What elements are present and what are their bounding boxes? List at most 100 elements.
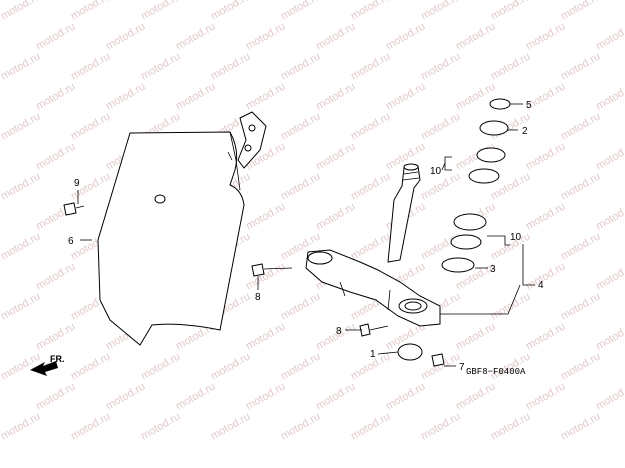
- watermark-text: motod.ru: [139, 350, 183, 382]
- watermark-text: motod.ru: [559, 350, 603, 382]
- watermark-text: motod.ru: [489, 50, 533, 82]
- callout-8-bottom: 8: [336, 326, 342, 337]
- watermark-text: motod.ru: [349, 410, 393, 442]
- watermark-text: motod.ru: [419, 110, 463, 142]
- watermark-text: motod.ru: [279, 0, 323, 23]
- watermark-text: motod.ru: [419, 50, 463, 82]
- watermark-text: motod.ru: [34, 260, 78, 292]
- watermark-text: motod.ru: [69, 110, 113, 142]
- callout-10-top: 10: [430, 166, 442, 177]
- watermark-text: motod.ru: [559, 230, 603, 262]
- watermark-text: motod.ru: [0, 170, 42, 202]
- watermark-text: motod.ru: [349, 50, 393, 82]
- watermark-text: motod.ru: [384, 20, 428, 52]
- watermark-text: motod.ru: [69, 0, 113, 23]
- watermark-text: motod.ru: [384, 80, 428, 112]
- watermark-text: motod.ru: [524, 380, 568, 412]
- watermark-text: motod.ru: [559, 170, 603, 202]
- watermark-text: motod.ru: [69, 350, 113, 382]
- watermark-text: motod.ru: [209, 350, 253, 382]
- diagram-code: GBF8−F0400A: [466, 367, 526, 377]
- callout-10-bottom: 10: [510, 232, 522, 243]
- watermark-text: motod.ru: [489, 290, 533, 322]
- small-parts-drawing: [251, 263, 445, 367]
- callout-3: 3: [490, 264, 496, 275]
- front-direction-arrow: [30, 361, 58, 376]
- watermark-text: motod.ru: [209, 50, 253, 82]
- watermark-text: motod.ru: [244, 200, 288, 232]
- bearing-parts-drawing: [441, 98, 511, 273]
- watermark-text: motod.ru: [69, 50, 113, 82]
- watermark-text: motod.ru: [454, 20, 498, 52]
- watermark-text: motod.ru: [524, 320, 568, 352]
- watermark-text: motod.ru: [279, 110, 323, 142]
- watermark-text: motod.ru: [139, 410, 183, 442]
- watermark-text: motod.ru: [209, 410, 253, 442]
- watermark-text: motod.ru: [174, 80, 218, 112]
- callout-1: 1: [370, 349, 376, 360]
- watermark-text: motod.ru: [244, 80, 288, 112]
- watermark-text: motod.ru: [279, 170, 323, 202]
- bolt-9-drawing: [63, 202, 85, 216]
- watermark-text: motod.ru: [34, 380, 78, 412]
- watermark-text: motod.ru: [419, 0, 463, 23]
- watermark-text: motod.ru: [139, 0, 183, 23]
- watermark-text: motod.ru: [104, 20, 148, 52]
- watermark-text: motod.ru: [69, 410, 113, 442]
- watermark-text: motod.ru: [524, 260, 568, 292]
- leader-lines: [77, 103, 535, 367]
- watermark-text: motod.ru: [594, 20, 625, 52]
- watermark-text: motod.ru: [314, 140, 358, 172]
- watermark-text: motod.ru: [0, 230, 42, 262]
- callout-7: 7: [459, 362, 465, 373]
- watermark-text: motod.ru: [594, 380, 625, 412]
- watermark-text: motod.ru: [209, 0, 253, 23]
- watermark-text: motod.ru: [314, 200, 358, 232]
- watermark-text: motod.ru: [244, 380, 288, 412]
- watermark-text: motod.ru: [454, 380, 498, 412]
- watermark-text: motod.ru: [34, 20, 78, 52]
- watermark-text: motod.ru: [524, 20, 568, 52]
- watermark-text: motod.ru: [524, 140, 568, 172]
- callout-8-left: 8: [255, 292, 261, 303]
- watermark-text: motod.ru: [244, 320, 288, 352]
- watermark-text: motod.ru: [454, 80, 498, 112]
- watermark-text: motod.ru: [559, 0, 603, 23]
- watermark-text: motod.ru: [594, 80, 625, 112]
- watermark-text: motod.ru: [419, 410, 463, 442]
- watermark-text: motod.ru: [279, 350, 323, 382]
- watermark-text: motod.ru: [34, 80, 78, 112]
- watermark-text: motod.ru: [559, 50, 603, 82]
- watermark-text: motod.ru: [244, 260, 288, 292]
- watermark-text: motod.ru: [0, 350, 42, 382]
- watermark-text: motod.ru: [314, 80, 358, 112]
- front-direction-label: FR.: [50, 354, 65, 364]
- watermark-text: motod.ru: [0, 410, 42, 442]
- steering-stem-drawing: [305, 163, 441, 327]
- number-plate-drawing: [97, 111, 267, 346]
- watermark-text: motod.ru: [489, 410, 533, 442]
- watermark-text: motod.ru: [559, 110, 603, 142]
- watermark-text: motod.ru: [279, 50, 323, 82]
- watermark-text: motod.ru: [139, 50, 183, 82]
- watermark-text: motod.ru: [314, 380, 358, 412]
- watermark-text: motod.ru: [174, 380, 218, 412]
- watermark-text: motod.ru: [279, 290, 323, 322]
- watermark-text: motod.ru: [349, 110, 393, 142]
- callout-9: 9: [74, 178, 80, 189]
- watermark-text: motod.ru: [0, 290, 42, 322]
- watermark-text: motod.ru: [104, 80, 148, 112]
- watermark-text: motod.ru: [454, 320, 498, 352]
- watermark-text: motod.ru: [34, 140, 78, 172]
- watermark-text: motod.ru: [174, 20, 218, 52]
- watermark-text: motod.ru: [104, 380, 148, 412]
- watermark-text: motod.ru: [349, 230, 393, 262]
- callout-2: 2: [522, 126, 528, 137]
- watermark-text: motod.ru: [0, 0, 42, 23]
- callout-5: 5: [526, 100, 532, 111]
- watermark-text: motod.ru: [489, 0, 533, 23]
- watermark-text: motod.ru: [34, 320, 78, 352]
- watermark-text: motod.ru: [0, 50, 42, 82]
